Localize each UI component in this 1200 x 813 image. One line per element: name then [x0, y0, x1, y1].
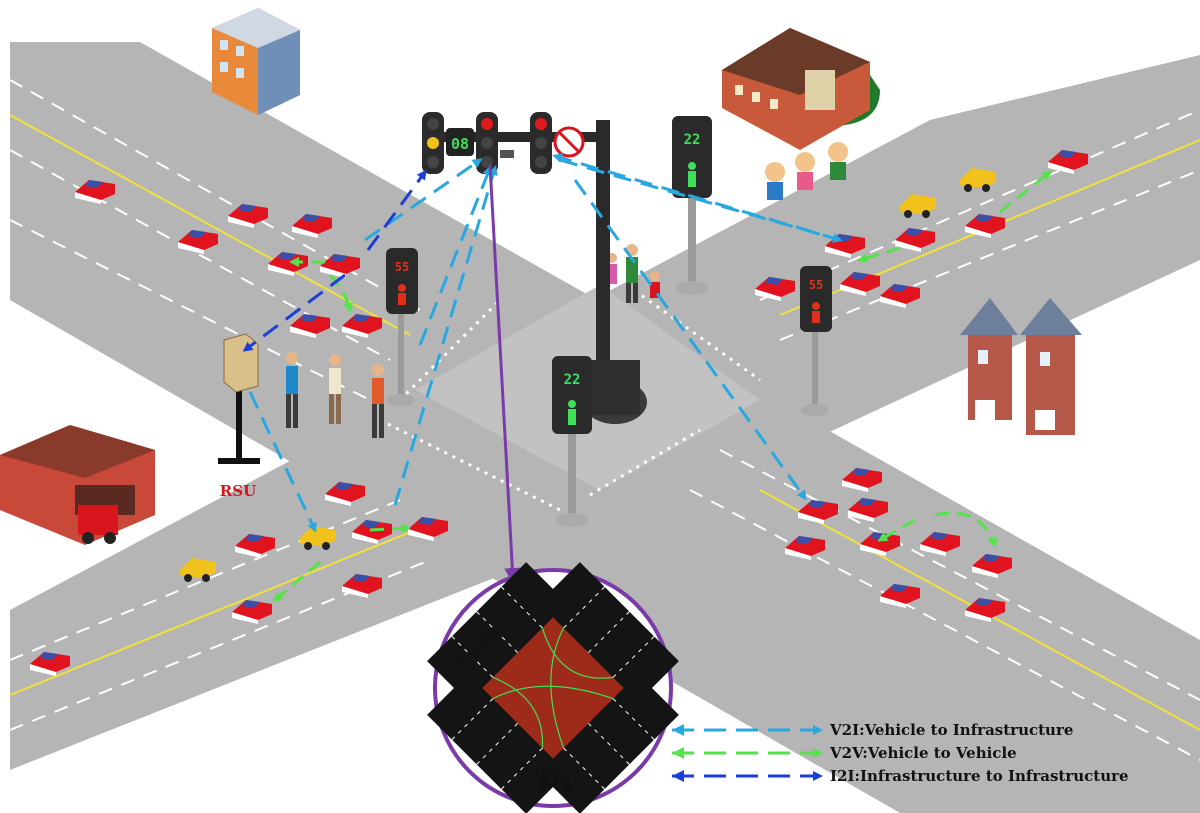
communication-links — [242, 153, 1053, 602]
stop-pedestrian-icon — [398, 284, 406, 305]
pedestrian-icon — [329, 354, 341, 424]
ped-countdown-east: 55 — [809, 278, 823, 292]
car-icon — [755, 277, 795, 301]
legend-arrow-start-icon — [672, 724, 684, 736]
house-building-icon — [960, 298, 1082, 435]
legend-arrow-start-icon — [672, 770, 684, 782]
car-icon — [408, 517, 448, 541]
car-icon — [320, 254, 360, 278]
car-icon — [178, 230, 218, 254]
car-icon — [972, 554, 1012, 578]
legend-label-v2i: V2I:Vehicle to Infrastructure — [829, 721, 1073, 739]
crosswalks — [379, 278, 761, 512]
car-icon — [842, 468, 882, 492]
car-icon — [848, 498, 888, 522]
fire-station-icon — [0, 425, 155, 545]
pressure-inset: South p1 — [427, 562, 679, 813]
camera-icon — [500, 150, 514, 158]
ped-signal-west: 55 — [386, 248, 418, 406]
car-icon — [965, 214, 1005, 238]
v2i-links — [248, 153, 843, 533]
car-icon — [965, 598, 1005, 622]
traffic-light-head-right — [530, 112, 552, 174]
traffic-light-head-left — [422, 112, 444, 174]
main-traffic-signal: 08 — [422, 112, 647, 424]
legend-item-v2v: V2V:Vehicle to Vehicle — [672, 744, 1017, 762]
car-icon — [232, 600, 272, 624]
walk-pedestrian-icon — [568, 400, 576, 425]
inset-intersection-map — [427, 562, 679, 813]
car-icon — [342, 574, 382, 598]
car-icon — [235, 534, 275, 558]
pedestrian-icon — [372, 364, 384, 438]
taxi-icon — [900, 194, 936, 218]
school-building-icon — [722, 28, 880, 150]
signal-countdown-main: 08 — [451, 135, 469, 153]
children-group-icon — [765, 142, 848, 200]
pedestrian-icon — [650, 271, 660, 298]
car-icon — [228, 204, 268, 228]
pressure-label: p1 — [538, 756, 574, 797]
pressure-symbol: p — [538, 756, 560, 794]
car-icon — [342, 314, 382, 338]
pedestrian-icon — [286, 352, 298, 428]
v2v-links — [272, 170, 1053, 602]
rsu-label: RSU — [220, 482, 256, 500]
car-icon — [290, 314, 330, 338]
traffic-light-head-middle — [476, 112, 498, 174]
ped-signal-north: 22 — [672, 116, 712, 295]
car-icon — [1048, 150, 1088, 174]
legend-item-i2i: I2I:Infrastructure to Infrastructure — [672, 767, 1129, 785]
legend-label-i2i: I2I:Infrastructure to Infrastructure — [830, 767, 1129, 785]
car-icon — [895, 228, 935, 252]
no-horn-sign-icon — [553, 126, 585, 158]
pressure-subscript: 1 — [560, 773, 574, 797]
inset-pointer — [488, 164, 521, 584]
legend-label-v2v: V2V:Vehicle to Vehicle — [829, 744, 1017, 762]
countdown-display-main: 08 — [446, 128, 474, 156]
car-icon — [75, 180, 115, 204]
car-icon — [920, 532, 960, 556]
ped-signal-center: 22 — [552, 356, 592, 527]
car-icon — [880, 284, 920, 308]
walk-pedestrian-icon — [688, 162, 696, 187]
car-icon — [325, 482, 365, 506]
legend-item-v2i: V2I:Vehicle to Infrastructure — [672, 721, 1073, 739]
taxi-icon — [180, 558, 216, 582]
apartment-building-icon — [212, 8, 300, 115]
car-icon — [30, 652, 70, 676]
car-icon — [880, 584, 920, 608]
legend: V2I:Vehicle to InfrastructureV2V:Vehicle… — [672, 721, 1129, 785]
i2i-links — [242, 169, 427, 352]
ped-signal-east: 55 — [800, 266, 832, 416]
ped-countdown-north: 22 — [684, 132, 701, 148]
ped-countdown-west: 55 — [395, 260, 409, 274]
roadside-unit: RSU — [218, 333, 260, 500]
car-icon — [785, 536, 825, 560]
car-icon — [292, 214, 332, 238]
car-icon — [840, 272, 880, 296]
legend-arrow-start-icon — [672, 747, 684, 759]
car-icon — [798, 500, 838, 524]
ped-countdown-center: 22 — [564, 372, 581, 388]
pedestrian-group-west — [286, 352, 384, 438]
stop-pedestrian-icon — [812, 302, 820, 323]
vehicle-group — [30, 150, 1088, 676]
taxi-icon — [960, 168, 996, 192]
